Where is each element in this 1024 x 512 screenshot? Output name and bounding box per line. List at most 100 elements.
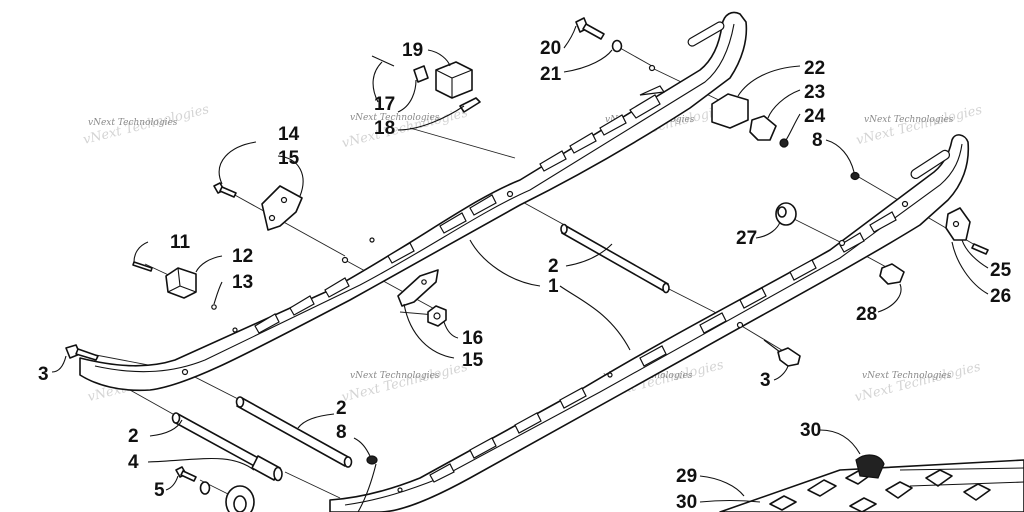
callout-15: 15 [278, 148, 300, 169]
block-body [435, 61, 473, 99]
rail-cutout [559, 387, 587, 409]
leader-29 [699, 475, 745, 497]
rail-hole [648, 64, 656, 72]
leader-2 [297, 413, 335, 429]
rail-hole [506, 190, 514, 198]
right-slide-rail [329, 134, 970, 512]
callout-26: 26 [990, 286, 1011, 307]
rail-edge [344, 143, 963, 506]
washer-8-right [850, 171, 860, 181]
leader-18 [397, 79, 417, 113]
watermark: vNext Technologies [864, 115, 954, 125]
leader-2 [149, 419, 183, 437]
callout-5: 5 [154, 480, 165, 501]
bracket-15-upper [261, 185, 303, 231]
track-belt [719, 459, 1024, 512]
callout-19: 19 [402, 40, 423, 61]
callout-25: 25 [990, 260, 1012, 281]
bushing-23 [749, 115, 777, 141]
rail-cutout [469, 437, 497, 459]
shaft-end [273, 466, 283, 482]
leader-19 [427, 49, 451, 67]
rail-cutout [387, 242, 415, 264]
shaft-end [560, 223, 568, 235]
track-lug [963, 483, 991, 501]
rail-hole [181, 368, 189, 376]
leader-8 [353, 437, 371, 457]
callout-16: 16 [462, 328, 483, 349]
callout-15: 15 [462, 350, 484, 371]
shaft-end [171, 412, 181, 424]
bolt-shank [75, 348, 99, 361]
watermark-shadow: vNext Technologies [340, 359, 469, 405]
rail-cutout [869, 211, 897, 233]
leader-27 [755, 221, 781, 239]
bolt-28 [879, 263, 905, 285]
leader-24 [785, 113, 801, 141]
leader-5 [165, 475, 179, 491]
assembly-line [129, 389, 181, 419]
rail-cutout [789, 259, 817, 281]
left-slide-rail [79, 11, 748, 392]
callout-8: 8 [336, 422, 347, 443]
bolt-shank [582, 23, 605, 40]
callout-20: 20 [540, 38, 561, 59]
rail-body [79, 11, 748, 392]
leader-14 [218, 141, 257, 185]
callout-14: 14 [278, 124, 300, 145]
bracket-hole [952, 220, 960, 228]
rail-hole [232, 327, 238, 333]
assembly-line [409, 127, 516, 159]
callout-12: 12 [232, 246, 253, 267]
callout-11: 11 [170, 232, 191, 253]
track-lug [769, 495, 797, 511]
assembly-line [791, 217, 843, 244]
washer-13 [211, 304, 217, 310]
rail-cutout [569, 132, 597, 154]
callout-1: 1 [548, 276, 559, 297]
watermark: vNext Technologies [88, 118, 178, 128]
leader-30 [819, 429, 861, 455]
rail-hole [369, 237, 375, 243]
leader-30 [699, 499, 761, 503]
bumper-12 [165, 267, 197, 299]
leader-22 [737, 65, 801, 97]
leader-8 [825, 139, 855, 173]
bolt-3-right [763, 339, 801, 367]
watermark: vNext Technologies [350, 371, 440, 381]
bolt-shank [180, 470, 197, 482]
bolt-25 [971, 243, 989, 255]
rail-hole [736, 321, 744, 329]
assembly-line [344, 259, 441, 313]
rail-hole [901, 200, 909, 208]
callout-24: 24 [804, 106, 826, 127]
rail-cutout [599, 114, 627, 136]
rail-cutout [439, 212, 467, 234]
callout-2: 2 [336, 398, 347, 419]
bumper-body [165, 267, 197, 299]
leader-11 [133, 241, 149, 263]
rail-hole [607, 372, 613, 378]
rail-cutout [699, 312, 727, 334]
callout-2: 2 [128, 426, 139, 447]
track-lug [807, 479, 837, 497]
bolt-shank [219, 186, 237, 198]
rail-cutout [324, 277, 350, 298]
rail-hole [341, 256, 349, 264]
wheel-hub [233, 495, 247, 512]
rail-cutout [429, 463, 455, 483]
leader-8 [357, 463, 377, 512]
bracket-hole [421, 279, 427, 285]
leader-lines [51, 25, 989, 512]
leader-3 [773, 365, 789, 381]
callout-27: 27 [736, 228, 757, 249]
leader-20 [563, 25, 577, 49]
washer-21 [611, 39, 623, 53]
bracket-hole [268, 214, 276, 222]
clip-18 [413, 65, 429, 83]
watermark: vNext Technologies [350, 113, 440, 123]
leader-1 [559, 285, 631, 351]
rail-cutout [739, 287, 767, 309]
